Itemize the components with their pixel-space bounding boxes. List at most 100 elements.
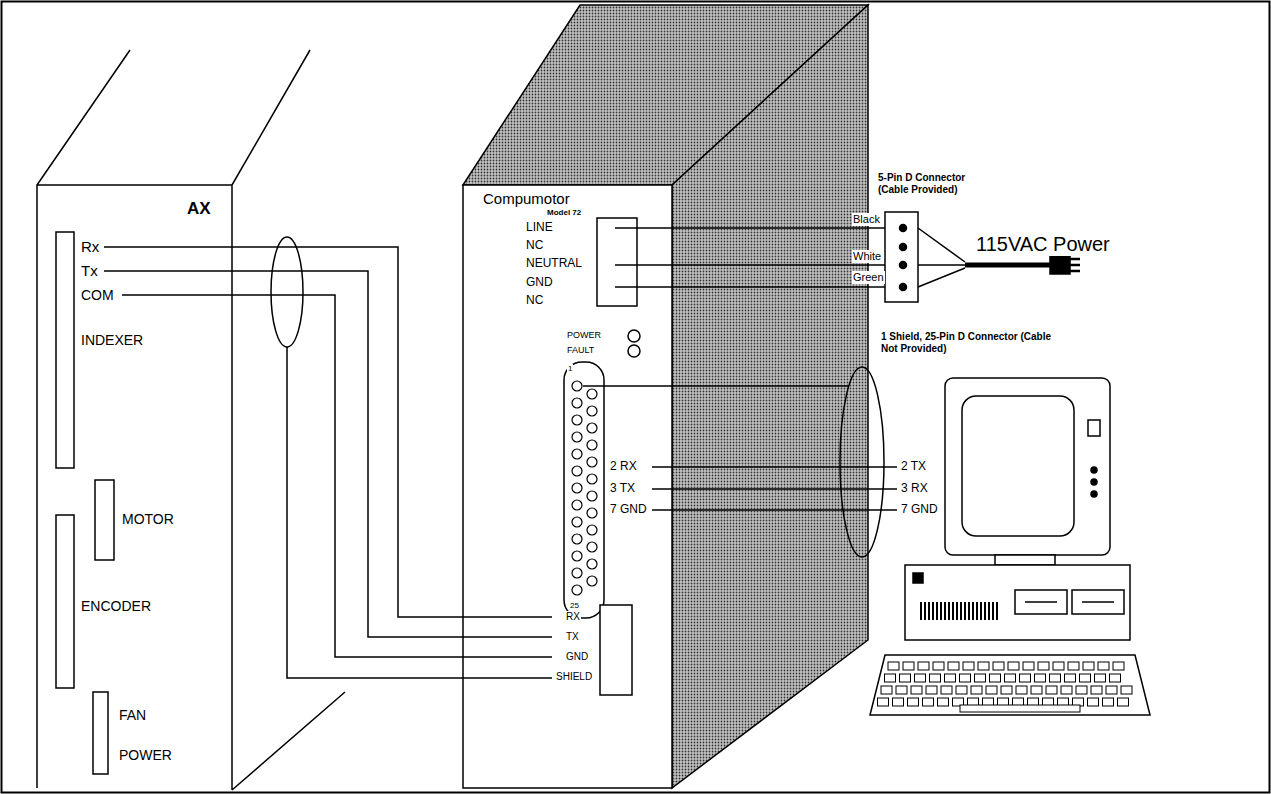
node-title: AX [187, 199, 211, 219]
power-cable-part [965, 263, 1050, 268]
compumotor-drive-part-part [572, 585, 582, 595]
computer-illustration-part-part [1106, 686, 1117, 694]
computer-illustration-part-part [878, 698, 889, 706]
computer-illustration-part-part [1065, 674, 1076, 682]
pin-name: 3 RX [900, 482, 929, 496]
computer-illustration-part-part [948, 662, 959, 670]
ax-unit-part [93, 692, 108, 774]
compumotor-drive-part [572, 381, 597, 595]
signal-wires-part [652, 466, 897, 468]
signal-wires-part [583, 385, 849, 387]
terminal-name: RX [565, 611, 581, 623]
terminal-name: LINE [525, 221, 554, 235]
pin-name: 3 TX [609, 482, 636, 496]
pin-name: 7 GND [609, 503, 648, 517]
pin-name: 7 GND [900, 503, 939, 517]
computer-illustration-part [962, 396, 1074, 536]
computer-illustration-part-part [885, 674, 896, 682]
computer-illustration-part [1091, 467, 1097, 473]
computer-illustration-part-part [1118, 698, 1129, 706]
computer-illustration-part-part [1038, 662, 1049, 670]
computer-illustration-part [878, 662, 1133, 712]
power-cable-part [900, 262, 907, 269]
compumotor-drive [463, 5, 868, 788]
computer-illustration-part-part [960, 705, 1080, 712]
terminal-name: GND [525, 276, 554, 290]
computer-illustration-part-part [1050, 674, 1061, 682]
computer-illustration-part-part [900, 674, 911, 682]
power-d-connector: 5-Pin D Connector (Cable Provided) [885, 212, 918, 302]
power-cable [615, 212, 1080, 302]
wire-color: White [852, 250, 882, 263]
computer-illustration [870, 378, 1150, 715]
signal-wires-part [652, 488, 897, 490]
signal-wires-part [104, 271, 552, 637]
compumotor-drive-part-part [572, 449, 582, 459]
computer-illustration-part-part [945, 674, 956, 682]
power-cable-part [615, 264, 885, 266]
compumotor-drive-part-part [572, 432, 582, 442]
terminal-name: TX [565, 631, 580, 643]
signal-wires [104, 237, 897, 678]
compumotor-drive-part-part [572, 381, 582, 391]
computer-illustration-part-part [993, 662, 1004, 670]
wire-color: Green [852, 271, 885, 284]
computer-illustration-part [913, 573, 923, 583]
led-label: FAULT [566, 345, 595, 355]
computer-illustration-part-part [888, 662, 899, 670]
computer-illustration-part-part [990, 674, 1001, 682]
led-label: POWER [566, 330, 602, 340]
compumotor-drive-part-part [587, 542, 597, 552]
computer-illustration-part-part [978, 662, 989, 670]
compumotor-drive-part-part [572, 398, 582, 408]
power-cable-part [1050, 256, 1070, 274]
compumotor-drive-part [628, 330, 640, 342]
ax-unit-part [56, 232, 74, 468]
computer-illustration-part-part [1023, 662, 1034, 670]
compumotor-drive-part-part [587, 525, 597, 535]
computer-illustration-part-part [1008, 662, 1019, 670]
compumotor-drive-part [628, 345, 640, 357]
compumotor-drive-part-part [587, 423, 597, 433]
compumotor-drive-part-part [572, 466, 582, 476]
computer-illustration-part-part [1095, 674, 1106, 682]
compumotor-drive-part-part [587, 491, 597, 501]
computer-illustration-part-part [893, 698, 904, 706]
computer-illustration-part [870, 655, 1150, 715]
drive-front-panel: CompumotorModel 72 [463, 185, 672, 788]
terminal-name: NC [525, 294, 544, 308]
computer-illustration-part-part [1053, 662, 1064, 670]
computer-illustration-part-part [881, 686, 892, 694]
computer-illustration-part-part [960, 674, 971, 682]
signal-wires-part [104, 247, 552, 617]
computer-illustration-part-part [933, 662, 944, 670]
power-cable-part [900, 244, 907, 251]
compumotor-drive-part-part [587, 440, 597, 450]
connector-name: MOTOR [121, 511, 175, 527]
power-cable-part [885, 212, 918, 302]
pin-name: 2 TX [900, 460, 927, 474]
computer-illustration-part [1025, 601, 1114, 603]
compumotor-drive-part-part [587, 406, 597, 416]
computer-illustration-part-part [926, 686, 937, 694]
computer-illustration-part-part [918, 662, 929, 670]
computer-illustration-part-part [908, 698, 919, 706]
computer-illustration-part [995, 555, 1055, 565]
computer-illustration-part-part [923, 698, 934, 706]
signal-wires-part [271, 237, 303, 347]
terminal-name: SHIELD [555, 671, 593, 683]
power-cable-part [615, 286, 885, 288]
computer-illustration-part-part [986, 686, 997, 694]
compumotor-drive-part-part [572, 517, 582, 527]
computer-illustration-part-part [1016, 686, 1027, 694]
computer-illustration-part [1088, 420, 1100, 436]
compumotor-drive-part-part [587, 576, 597, 586]
connector-name: ENCODER [80, 598, 152, 614]
compumotor-drive-part-part [587, 457, 597, 467]
computer-illustration-part-part [1080, 674, 1091, 682]
computer-illustration-part-part [1020, 674, 1031, 682]
pin-name: COM [80, 287, 115, 303]
ax-unit-part [95, 480, 114, 560]
